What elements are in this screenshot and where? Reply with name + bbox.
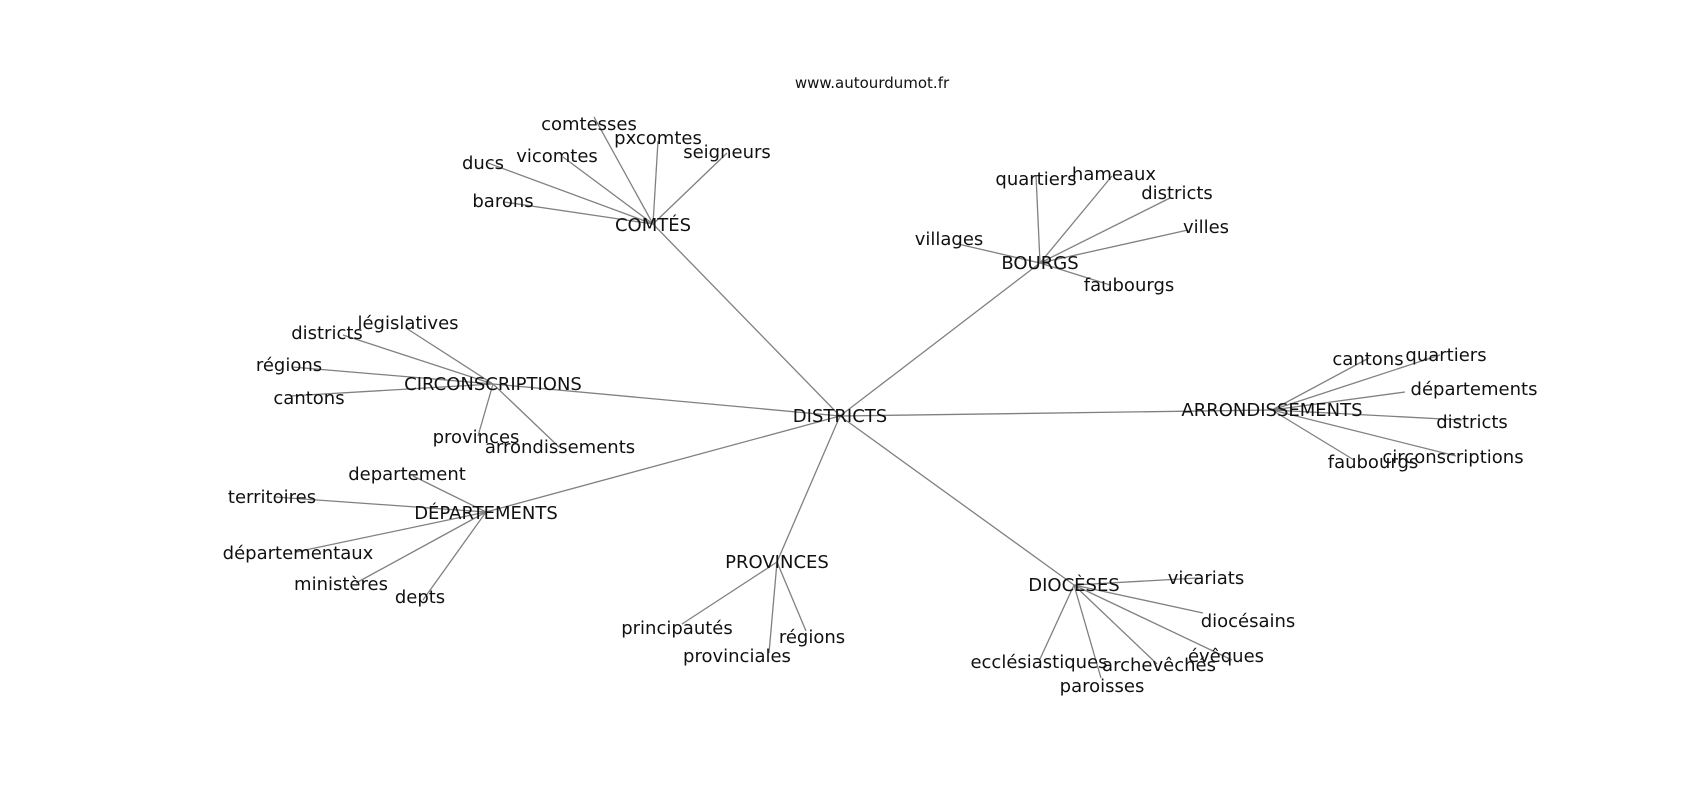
leaf-label: districts — [1436, 412, 1508, 433]
center-node-label: DISTRICTS — [793, 406, 887, 427]
leaf-label: pxcomtes — [614, 128, 702, 149]
hub-label-circonscriptions: CIRCONSCRIPTIONS — [404, 374, 582, 395]
leaf-label: districts — [291, 323, 363, 344]
edge-arrondissements-leaf — [1271, 354, 1441, 411]
leaf-label: cantons — [1332, 349, 1403, 370]
edge-arrondissements-leaf — [1271, 409, 1457, 457]
leaf-label: ministères — [294, 574, 388, 595]
leaf-label: vicariats — [1168, 568, 1244, 589]
leaf-label: arrondissements — [485, 437, 635, 458]
edge-provinces-leaf — [768, 561, 778, 654]
edge-arrondissements-leaf — [1271, 409, 1463, 421]
edge-bourgs-leaf — [957, 243, 1041, 264]
hub-label-departements: DÉPARTEMENTS — [414, 502, 558, 524]
edge-arrondissements-leaf — [1271, 357, 1370, 411]
edge-bourgs-leaf — [1039, 175, 1113, 264]
edge-arrondissements-leaf — [1271, 391, 1406, 411]
leaf-label: diocésains — [1201, 611, 1296, 632]
edge-circonscriptions-leaf — [289, 383, 494, 397]
edge-comtes-leaf — [562, 156, 654, 225]
leaf-label: quartiers — [995, 169, 1076, 190]
edge-bourgs-leaf — [1039, 262, 1111, 286]
edge-dioceses-leaf — [1073, 584, 1102, 679]
leaf-label: villages — [915, 229, 984, 250]
graph-edges — [274, 116, 1463, 679]
edge-departements-leaf — [355, 511, 487, 584]
edge-bourgs-leaf — [1039, 197, 1171, 264]
leaf-label: depts — [395, 587, 445, 608]
edge-circonscriptions-leaf — [477, 383, 494, 437]
leaf-label: departement — [348, 464, 466, 485]
leaf-label: comtesses — [541, 114, 637, 135]
leaf-label: provinciales — [683, 646, 791, 667]
leaf-label: provinces — [433, 427, 520, 448]
edge-dioceses-leaf — [1073, 584, 1233, 661]
leaf-label: districts — [1141, 183, 1213, 204]
edge-departements-leaf — [274, 496, 487, 513]
edge-circonscriptions-leaf — [291, 366, 494, 385]
leaf-label: circonscriptions — [1382, 447, 1523, 468]
leaf-label: ecclésiastiques — [970, 652, 1107, 673]
leaf-label: seigneurs — [683, 142, 771, 163]
edge-comtes-leaf — [652, 152, 728, 225]
edge-center-circonscriptions — [492, 383, 841, 417]
edge-center-departements — [485, 415, 841, 513]
leaf-label: ducs — [462, 153, 504, 174]
leaf-label: cantons — [273, 388, 344, 409]
edge-comtes-leaf — [503, 201, 654, 225]
edge-center-dioceses — [839, 415, 1075, 586]
edge-comtes-leaf — [593, 116, 654, 225]
graph-labels: www.autourdumot.fr DISTRICTS COMTÉS comtes… — [223, 74, 1538, 697]
edge-arrondissements-leaf — [1271, 409, 1355, 461]
edge-departements-leaf — [412, 475, 487, 513]
leaf-label: évêques — [1188, 646, 1264, 667]
hub-label-dioceses: DIOCÈSES — [1028, 574, 1120, 596]
hub-label-provinces: PROVINCES — [725, 552, 829, 573]
leaf-label: barons — [472, 191, 533, 212]
leaf-label: hameaux — [1072, 164, 1156, 185]
edge-dioceses-leaf — [1039, 584, 1075, 660]
edge-center-comtes — [652, 223, 841, 417]
edge-departements-leaf — [422, 511, 487, 601]
leaf-label: quartiers — [1405, 345, 1486, 366]
leaf-label: vicomtes — [516, 146, 598, 167]
edge-center-arrondissements — [839, 409, 1273, 417]
leaf-label: faubourgs — [1084, 275, 1175, 296]
edge-provinces-leaf — [681, 561, 778, 625]
edge-dioceses-leaf — [1073, 584, 1204, 614]
leaf-label: départementaux — [223, 543, 374, 564]
edge-comtes-leaf — [652, 140, 659, 225]
edge-dioceses-leaf — [1073, 584, 1158, 665]
edge-circonscriptions-leaf — [342, 334, 494, 385]
edge-circonscriptions-leaf — [492, 383, 560, 448]
leaf-label: départements — [1411, 379, 1538, 400]
leaf-label: villes — [1183, 217, 1229, 238]
hub-label-arrondissements: ARRONDISSEMENTS — [1181, 400, 1362, 421]
hub-label-bourgs: BOURGS — [1001, 253, 1078, 274]
site-credit: www.autourdumot.fr — [795, 74, 950, 92]
hub-label-comtes: COMTÉS — [615, 214, 691, 236]
edge-comtes-leaf — [487, 162, 654, 225]
leaf-label: territoires — [228, 487, 316, 508]
edge-dioceses-leaf — [1073, 577, 1199, 586]
leaf-label: régions — [779, 627, 845, 648]
edge-center-bourgs — [839, 262, 1041, 417]
edge-provinces-leaf — [776, 561, 807, 632]
edge-departements-leaf — [295, 511, 487, 553]
leaf-label: régions — [256, 355, 322, 376]
edge-center-provinces — [776, 415, 841, 563]
leaf-label: faubourgs — [1328, 452, 1419, 473]
leaf-label: archevêchés — [1102, 655, 1216, 676]
leaf-label: principautés — [621, 618, 733, 639]
edge-bourgs-leaf — [1035, 174, 1041, 264]
edge-circonscriptions-leaf — [405, 327, 494, 385]
leaf-label: paroisses — [1060, 676, 1145, 697]
edge-bourgs-leaf — [1039, 229, 1189, 264]
leaf-label: législatives — [357, 313, 458, 334]
